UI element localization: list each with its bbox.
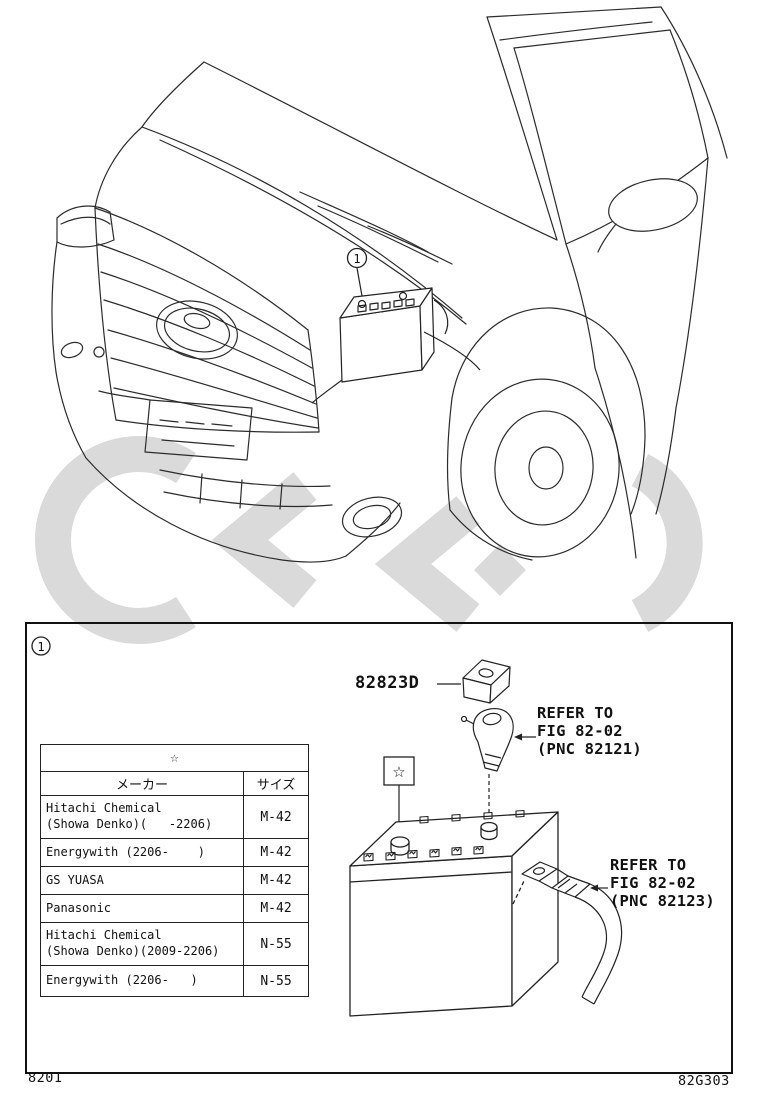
footer-page-code: 8201 — [28, 1070, 63, 1086]
engine-bay-battery — [311, 287, 481, 404]
column-header-size: サイズ — [243, 771, 309, 796]
fog-lamp — [341, 496, 403, 538]
table-row: Panasonic M-42 — [40, 894, 309, 923]
figure-callout-number: 1 — [353, 252, 360, 266]
column-header-maker: メーカー — [40, 771, 244, 796]
table-row: GS YUASA M-42 — [40, 866, 309, 895]
footer-figure-code: 82G303 — [678, 1073, 730, 1089]
star-symbol: ☆ — [392, 763, 405, 781]
figure-callout-1: 1 — [346, 247, 368, 297]
maker-cell: Hitachi Chemical (Showa Denko)( -2206) — [40, 795, 244, 839]
arrowhead — [590, 884, 598, 892]
part-number-label: 82823D — [355, 673, 420, 693]
size-cell: N-55 — [243, 922, 309, 966]
size-cell: M-42 — [243, 838, 309, 867]
refer-note-82123: REFER TO FIG 82-02 (PNC 82123) — [610, 856, 715, 910]
table-row: Energywith (2206- ) M-42 — [40, 838, 309, 867]
maker-cell: Energywith (2206- ) — [40, 965, 244, 997]
battery-caps-front — [363, 845, 484, 862]
detail-callout-number: 1 — [37, 640, 44, 654]
star-callout-box: ☆ — [383, 756, 415, 836]
maker-cell: Panasonic — [40, 894, 244, 923]
size-cell: M-42 — [243, 866, 309, 895]
cable-part-82123 — [521, 861, 623, 1005]
vehicle-illustration — [51, 6, 728, 563]
size-cell: M-42 — [243, 894, 309, 923]
size-cell: N-55 — [243, 965, 309, 997]
table-title-row: ☆ — [40, 744, 309, 772]
table-row: Hitachi Chemical (Showa Denko)( -2206) M… — [40, 795, 309, 839]
battery-caps-back — [419, 809, 525, 824]
side-mirror — [608, 178, 698, 232]
arrowhead — [514, 733, 522, 741]
detail-callout-1: 1 — [31, 636, 51, 656]
watermark — [34, 436, 703, 644]
table-title-star: ☆ — [40, 744, 309, 772]
refer-note-82121: REFER TO FIG 82-02 (PNC 82121) — [537, 704, 642, 758]
headlight — [56, 205, 115, 248]
size-cell: M-42 — [243, 795, 309, 839]
clamp-part-82823d — [437, 659, 511, 704]
table-header-row: メーカー サイズ — [40, 771, 309, 796]
license-plate — [144, 399, 253, 461]
battery-terminal-right — [480, 821, 498, 841]
brand-emblem — [156, 300, 238, 360]
detail-box-frame — [25, 622, 733, 1074]
maker-cell: Hitachi Chemical (Showa Denko)(2009-2206… — [40, 922, 244, 966]
maker-cell: GS YUASA — [40, 866, 244, 895]
table-row: Energywith (2206- ) N-55 — [40, 965, 309, 997]
front-wheel — [460, 378, 620, 558]
table-row: Hitachi Chemical (Showa Denko)(2009-2206… — [40, 922, 309, 966]
maker-cell: Energywith (2206- ) — [40, 838, 244, 867]
battery-illustration — [349, 809, 559, 1017]
battery-spec-table: ☆ メーカー サイズ Hitachi Chemical (Showa Denko… — [40, 744, 309, 997]
